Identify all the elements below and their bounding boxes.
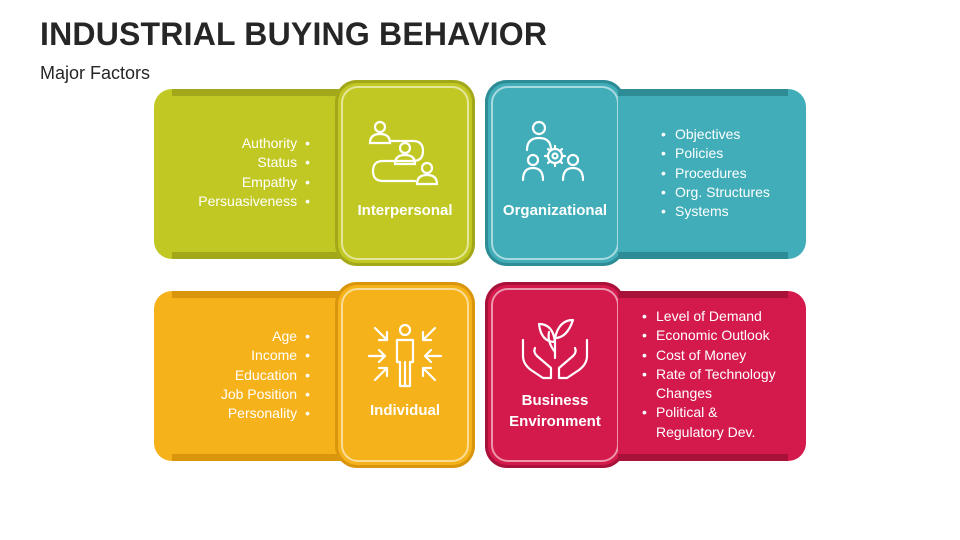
list-item: Persuasiveness — [160, 192, 310, 211]
slide-title: INDUSTRIAL BUYING BEHAVIOR — [40, 16, 548, 52]
slide-subtitle: Major Factors — [40, 63, 151, 83]
list-item: Income — [160, 346, 310, 365]
individual-factors-list: Age Income Education Job Position Person… — [160, 327, 310, 423]
organizational-factors-list: Objectives Policies Procedures Org. Stru… — [661, 125, 801, 222]
interpersonal-label: Interpersonal — [357, 202, 453, 219]
list-item-continuation: Changes — [656, 385, 713, 402]
list-item-continuation: Regulatory Dev. — [656, 423, 756, 440]
list-item: Level of Demand — [642, 307, 802, 327]
list-item: Status — [160, 153, 310, 172]
list-item: Systems — [661, 202, 801, 222]
list-item: Cost of Money — [642, 346, 802, 366]
list-item: Policies — [661, 144, 801, 164]
hands-plant-icon — [521, 318, 589, 380]
list-item: Age — [160, 327, 310, 346]
business-environment-tile: Business Environment — [485, 282, 625, 468]
list-item: Authority — [160, 134, 310, 153]
person-focus-icon — [367, 323, 443, 388]
list-item: Personality — [160, 404, 310, 423]
interpersonal-factors-list: Authority Status Empathy Persuasiveness — [160, 134, 310, 211]
list-item: Education — [160, 366, 310, 385]
organizational-tile: Organizational — [485, 80, 625, 266]
people-path-icon — [368, 120, 439, 186]
business-environment-label-line1: Business — [521, 392, 589, 409]
interpersonal-tile: Interpersonal — [335, 80, 475, 266]
business-environment-factors-list: Level of Demand Economic Outlook Cost of… — [642, 307, 802, 442]
list-item: Political & — [642, 403, 802, 423]
individual-tile: Individual — [335, 282, 475, 468]
list-item: Procedures — [661, 164, 801, 184]
list-item: Empathy — [160, 173, 310, 192]
list-item: Job Position — [160, 385, 310, 404]
business-environment-label-line2: Environment — [509, 413, 601, 430]
list-item: Objectives — [661, 125, 801, 145]
list-item: Org. Structures — [661, 183, 801, 203]
organizational-label: Organizational — [502, 202, 608, 219]
team-gear-icon — [521, 120, 585, 182]
list-item: Economic Outlook — [642, 326, 802, 346]
list-item: Rate of Technology — [642, 365, 802, 385]
individual-label: Individual — [369, 402, 440, 419]
